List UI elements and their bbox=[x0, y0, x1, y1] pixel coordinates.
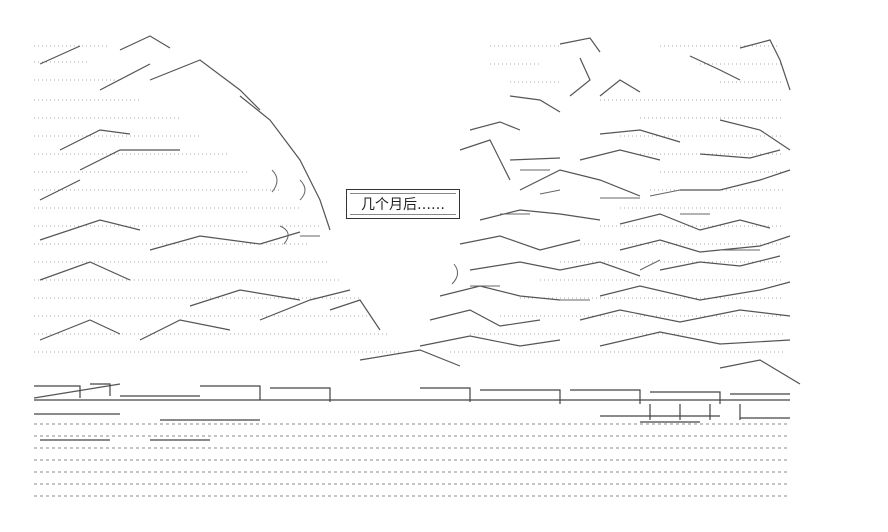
right-mountain-texture bbox=[450, 45, 784, 353]
caption-text: 几个月后…… bbox=[361, 197, 445, 213]
caption-box: 几个月后…… bbox=[346, 189, 460, 219]
foliage-strokes bbox=[271, 169, 760, 301]
mountain-outlines bbox=[33, 35, 801, 399]
ground-texture bbox=[34, 423, 790, 497]
left-mountain-texture bbox=[34, 45, 400, 353]
village-buildings bbox=[34, 383, 790, 441]
